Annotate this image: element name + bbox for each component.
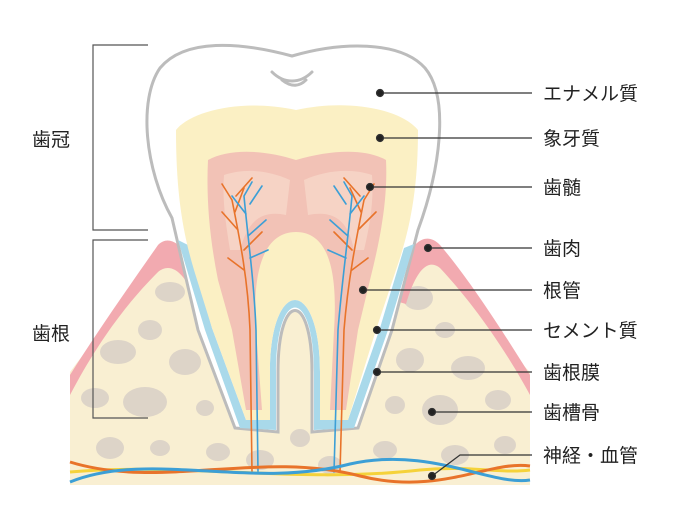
root-bracket	[92, 239, 148, 419]
label-gum: 歯肉	[543, 238, 581, 260]
label-alveolar-bone: 歯槽骨	[543, 402, 600, 424]
leader-lines	[358, 88, 532, 481]
occlusal-groove	[270, 70, 314, 87]
root-label: 歯根	[32, 323, 70, 345]
crown-bracket	[92, 44, 148, 231]
label-periodontal-ligament: 歯根膜	[543, 362, 600, 384]
pulp-nerves	[221, 177, 377, 473]
nerve-vessel-bundle	[69, 457, 531, 484]
label-root-canal: 根管	[543, 280, 581, 302]
label-cementum: セメント質	[543, 320, 638, 342]
label-pulp: 歯髄	[543, 177, 581, 199]
label-nerve-blood-vessel: 神経・血管	[543, 445, 638, 467]
label-dentin: 象牙質	[543, 128, 600, 150]
pulp-highlight	[223, 170, 373, 250]
crown-label: 歯冠	[32, 129, 70, 151]
label-enamel: エナメル質	[543, 83, 638, 105]
